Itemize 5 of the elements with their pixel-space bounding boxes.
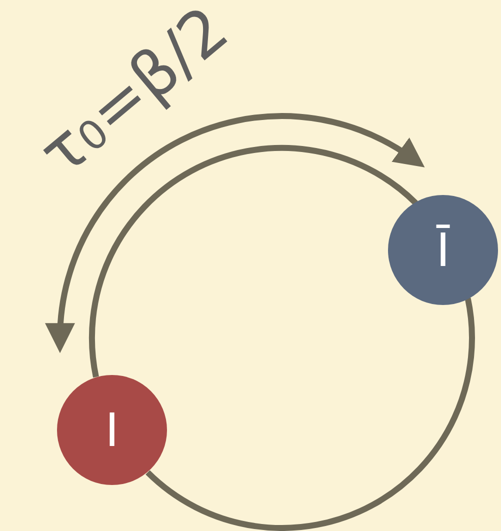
state-label: Ī	[436, 227, 450, 273]
state-label: I	[105, 407, 119, 453]
ring-arc	[146, 298, 475, 531]
curved-arrow	[46, 113, 426, 354]
ring-arc	[89, 145, 418, 378]
